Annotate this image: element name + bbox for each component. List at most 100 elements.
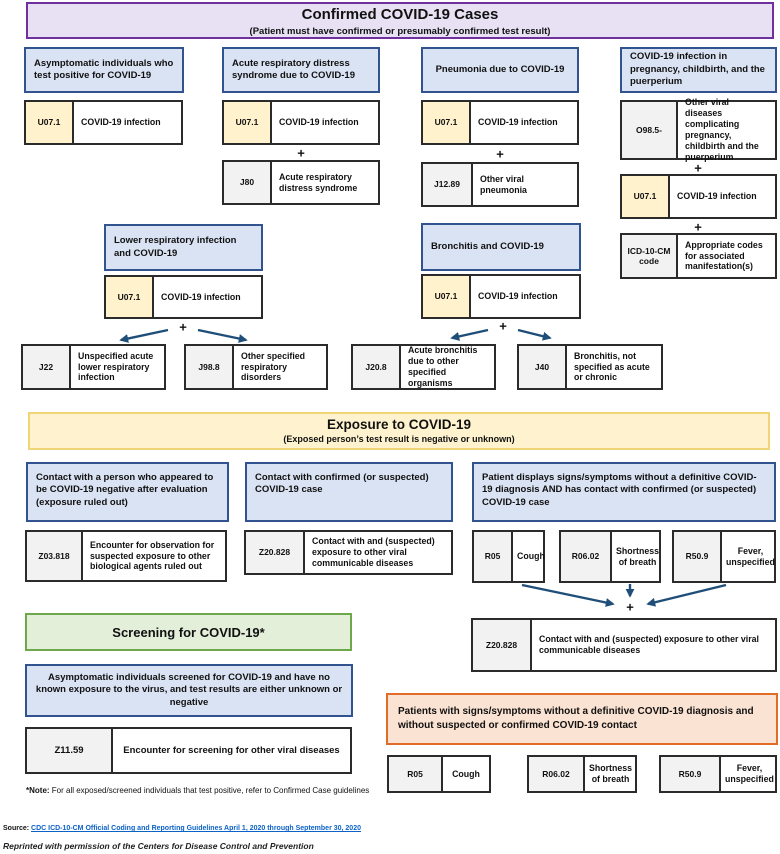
- code-cell: J20.8: [353, 346, 401, 388]
- code-desc: Shortness of breath: [589, 763, 633, 784]
- topic-pregnancy: COVID-19 infection in pregnancy, childbi…: [620, 47, 777, 93]
- code-cell: ICD-10-CM code: [622, 235, 678, 277]
- code-desc: Contact with and (suspected) exposure to…: [539, 634, 759, 655]
- code-cell: J12.89: [423, 164, 473, 205]
- code-box-j22: J22 Unspecified acute lower respiratory …: [21, 344, 166, 390]
- code-desc: Fever, unspecified: [726, 545, 775, 567]
- screening-note-text: For all exposed/screened individuals tha…: [49, 786, 370, 795]
- topic-exposure-contact: Contact with confirmed (or suspected) CO…: [245, 462, 453, 522]
- code-cell: U07.1: [224, 102, 272, 143]
- plus-sign: +: [496, 146, 504, 162]
- plus-sign: +: [694, 219, 702, 235]
- code-cell: U07.1: [622, 176, 670, 217]
- code-desc: Appropriate codes for associated manifes…: [685, 239, 763, 272]
- code-box-bronchitis-u071: U07.1 COVID-19 infection: [421, 274, 581, 319]
- topic-symptoms-with-contact: Patient displays signs/symptoms without …: [472, 462, 776, 522]
- code-desc: Bronchitis, not specified as acute or ch…: [574, 350, 650, 383]
- code-cell: U07.1: [423, 276, 471, 317]
- code-desc: COVID-19 infection: [677, 191, 757, 201]
- code-desc: Encounter for observation for suspected …: [90, 539, 215, 572]
- code-box-z03818: Z03.818 Encounter for observation for su…: [25, 530, 227, 582]
- code-desc: COVID-19 infection: [161, 291, 241, 302]
- code-box-pregnancy-u071: U07.1 COVID-19 infection: [620, 174, 777, 219]
- source-link[interactable]: CDC ICD-10-CM Official Coding and Report…: [31, 825, 361, 832]
- source-line: Source: CDC ICD-10-CM Official Coding an…: [3, 825, 361, 832]
- code-cell: Z20.828: [473, 620, 532, 670]
- symptoms-no-contact-header: Patients with signs/symptoms without a d…: [386, 693, 778, 745]
- code-desc: Shortness of breath: [616, 545, 660, 567]
- screening-title: Screening for COVID-19*: [112, 624, 265, 640]
- code-box-r05-exposure: R05 Cough: [472, 530, 545, 583]
- code-cell: R50.9: [661, 757, 721, 791]
- code-box-j208: J20.8 Acute bronchitis due to other spec…: [351, 344, 496, 390]
- topic-symptoms-with-contact-label: Patient displays signs/symptoms without …: [482, 472, 757, 508]
- code-desc: Encounter for screening for other viral …: [123, 744, 340, 756]
- code-cell: U07.1: [106, 277, 154, 317]
- code-desc: Fever, unspecified: [725, 763, 774, 784]
- plus-sign: +: [179, 319, 187, 335]
- exposure-title: Exposure to COVID-19: [326, 417, 472, 432]
- code-cell: R05: [474, 532, 513, 581]
- topic-lower-respiratory-label: Lower respiratory infection and COVID-19: [114, 235, 237, 259]
- plus-sign: +: [297, 145, 305, 161]
- screening-section-header: Screening for COVID-19*: [25, 613, 352, 651]
- symptoms-no-contact-title: Patients with signs/symptoms without a d…: [398, 706, 754, 731]
- code-box-ards-u071: U07.1 COVID-19 infection: [222, 100, 380, 145]
- code-cell: O98.5-: [622, 102, 678, 158]
- code-desc: COVID-19 infection: [478, 117, 558, 127]
- code-desc: Acute respiratory distress syndrome: [279, 171, 358, 193]
- code-desc: COVID-19 infection: [279, 117, 359, 127]
- code-cell: J80: [224, 162, 272, 203]
- code-box-r0602-exposure: R06.02 Shortness of breath: [559, 530, 661, 583]
- topic-ards: Acute respiratory distress syndrome due …: [222, 47, 380, 93]
- source-label: Source:: [3, 825, 30, 832]
- topic-pneumonia: Pneumonia due to COVID-19: [421, 47, 579, 93]
- code-box-j80: J80 Acute respiratory distress syndrome: [222, 160, 380, 205]
- code-desc: Acute bronchitis due to other specified …: [408, 345, 478, 388]
- topic-ards-label: Acute respiratory distress syndrome due …: [232, 57, 355, 81]
- topic-asymptomatic: Asymptomatic individuals who test positi…: [24, 47, 184, 93]
- code-box-r509: R50.9 Fever, unspecified: [659, 755, 777, 793]
- code-desc: COVID-19 infection: [478, 291, 558, 301]
- topic-exposure-contact-label: Contact with confirmed (or suspected) CO…: [255, 472, 429, 496]
- code-box-pneumonia-u071: U07.1 COVID-19 infection: [421, 100, 579, 145]
- topic-lower-respiratory: Lower respiratory infection and COVID-19: [104, 224, 263, 271]
- topic-pregnancy-label: COVID-19 infection in pregnancy, childbi…: [630, 51, 765, 88]
- code-box-z1159: Z11.59 Encounter for screening for other…: [25, 727, 352, 774]
- topic-exposure-ruled-out-label: Contact with a person who appeared to be…: [36, 472, 214, 508]
- code-box-r0602: R06.02 Shortness of breath: [527, 755, 637, 793]
- confirmed-section-header: Confirmed COVID-19 Cases (Patient must h…: [26, 2, 774, 39]
- code-cell: Z20.828: [246, 532, 305, 573]
- code-cell: Z03.818: [27, 532, 83, 580]
- code-cell: J98.8: [186, 346, 234, 388]
- plus-sign: +: [694, 160, 702, 176]
- confirmed-subtitle: (Patient must have confirmed or presumab…: [249, 25, 551, 37]
- screening-note: *Note: For all exposed/screened individu…: [26, 786, 369, 795]
- code-desc: Cough: [452, 768, 480, 779]
- plus-sign: +: [499, 318, 507, 334]
- code-box-o985: O98.5- Other viral diseases complicating…: [620, 97, 777, 162]
- topic-screening-label: Asymptomatic individuals screened for CO…: [35, 671, 343, 708]
- topic-screening: Asymptomatic individuals screened for CO…: [25, 664, 353, 717]
- code-box-j40: J40 Bronchitis, not specified as acute o…: [517, 344, 663, 390]
- code-cell: U07.1: [423, 102, 471, 143]
- code-desc: Other specified respiratory disorders: [241, 350, 306, 383]
- exposure-section-header: Exposure to COVID-19 (Exposed person’s t…: [28, 412, 770, 450]
- screening-note-label: *Note:: [26, 786, 50, 795]
- code-desc: Unspecified acute lower respiratory infe…: [78, 350, 154, 383]
- code-box-r509-exposure: R50.9 Fever, unspecified: [672, 530, 776, 583]
- confirmed-title: Confirmed COVID-19 Cases: [301, 6, 499, 23]
- code-cell: R06.02: [561, 532, 612, 581]
- code-cell: Z11.59: [27, 729, 113, 772]
- code-desc: Cough: [517, 551, 545, 561]
- code-desc: Other viral pneumonia: [480, 173, 527, 195]
- code-box-lower-resp-u071: U07.1 COVID-19 infection: [104, 275, 263, 319]
- plus-sign: +: [626, 599, 634, 615]
- topic-asymptomatic-label: Asymptomatic individuals who test positi…: [34, 57, 174, 81]
- code-desc: COVID-19 infection: [81, 117, 161, 127]
- topic-bronchitis-label: Bronchitis and COVID-19: [431, 240, 544, 252]
- code-cell: R06.02: [529, 757, 585, 791]
- code-box-j1289: J12.89 Other viral pneumonia: [421, 162, 579, 207]
- exposure-subtitle: (Exposed person’s test result is negativ…: [283, 433, 515, 444]
